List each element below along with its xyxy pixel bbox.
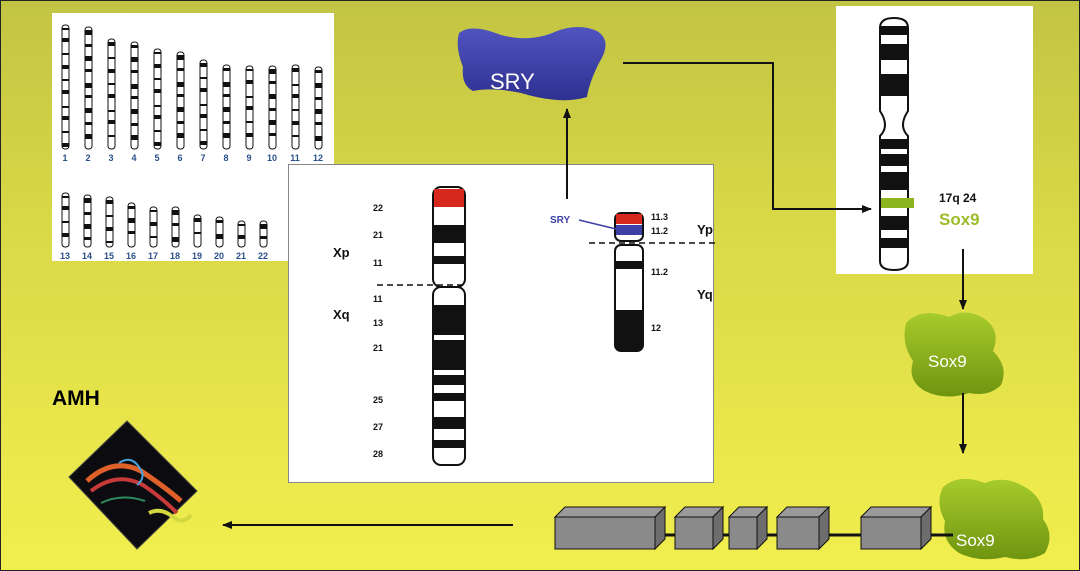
karyotype-chromosome-7 bbox=[199, 59, 208, 150]
karyotype-number-4: 4 bbox=[131, 153, 136, 163]
karyotype-chromosome-8 bbox=[222, 64, 231, 150]
sox9-middle-label: Sox9 bbox=[928, 352, 967, 371]
karyotype-number-2: 2 bbox=[85, 153, 90, 163]
y-band-q-0: 11.2 bbox=[651, 267, 668, 277]
karyotype-number-7: 7 bbox=[200, 153, 205, 163]
exon-3 bbox=[727, 505, 769, 551]
karyotype-chromosome-20 bbox=[215, 216, 224, 248]
karyotype-number-8: 8 bbox=[223, 153, 228, 163]
chromosome-17-svg: 17q 24 Sox9 bbox=[879, 16, 980, 272]
karyotype-number-17: 17 bbox=[148, 251, 158, 261]
sry-protein: SRY bbox=[457, 27, 606, 101]
karyotype-chromosome-6 bbox=[176, 51, 185, 150]
karyotype-chromosome-5 bbox=[153, 48, 162, 150]
x-band-p-1: 21 bbox=[373, 230, 383, 240]
x-band-q-4: 27 bbox=[373, 422, 383, 432]
sry-protein-label: SRY bbox=[490, 69, 535, 94]
karyotype-chromosome-18 bbox=[171, 206, 180, 248]
karyotype-chromosome-9 bbox=[245, 65, 254, 150]
sox9-protein-middle: Sox9 bbox=[904, 312, 1004, 397]
karyotype-chromosome-22 bbox=[259, 220, 268, 248]
y-gene-label: SRY bbox=[550, 215, 571, 226]
karyotype-chromosome-19 bbox=[193, 214, 202, 248]
flow-arrows bbox=[222, 62, 967, 529]
karyotype-number-10: 10 bbox=[267, 153, 277, 163]
x-band-p-2: 11 bbox=[373, 258, 383, 268]
chr17-gene: Sox9 bbox=[939, 210, 980, 229]
exon-4 bbox=[775, 505, 831, 551]
amh-gene-structure bbox=[553, 505, 953, 551]
karyotype-number-21: 21 bbox=[236, 251, 246, 261]
sox9-bottom-label: Sox9 bbox=[956, 531, 995, 550]
karyotype-number-15: 15 bbox=[104, 251, 114, 261]
karyotype-chromosome-11 bbox=[291, 64, 300, 150]
chromosome-17 bbox=[879, 16, 914, 272]
x-band-q-5: 28 bbox=[373, 449, 383, 459]
exon-1 bbox=[553, 505, 667, 551]
y-band-p-1: 11.2 bbox=[651, 226, 668, 236]
y-chromosome bbox=[578, 212, 715, 352]
karyotype-chromosome-4 bbox=[130, 41, 139, 150]
karyotype-number-16: 16 bbox=[126, 251, 136, 261]
xy-chromosome-panel: 22 21 11 11 13 21 25 27 28 Xp Xq bbox=[288, 164, 715, 483]
x-band-labels: 22 21 11 11 13 21 25 27 28 Xp Xq bbox=[333, 203, 383, 459]
karyotype-number-22: 22 bbox=[258, 251, 268, 261]
exon-5 bbox=[859, 505, 933, 551]
karyotype-chromosome-21 bbox=[237, 220, 246, 248]
chr17-locus: 17q 24 bbox=[939, 191, 977, 205]
karyotype-number-19: 19 bbox=[192, 251, 202, 261]
karyotype-chromosome-10 bbox=[268, 65, 277, 150]
exon-2 bbox=[673, 505, 725, 551]
karyotype-number-20: 20 bbox=[214, 251, 224, 261]
x-band-q-1: 13 bbox=[373, 318, 383, 328]
karyotype-chromosome-2 bbox=[84, 26, 93, 150]
chromosome-17-panel: 17q 24 Sox9 bbox=[836, 6, 1033, 274]
y-arm-q: Yq bbox=[697, 287, 713, 302]
karyotype-number-6: 6 bbox=[177, 153, 182, 163]
karyotype-chromosome-15 bbox=[105, 196, 114, 248]
karyotype-number-5: 5 bbox=[154, 153, 159, 163]
x-arm-q: Xq bbox=[333, 307, 350, 322]
karyotype-number-9: 9 bbox=[246, 153, 251, 163]
x-band-q-0: 11 bbox=[373, 294, 383, 304]
karyotype-number-11: 11 bbox=[290, 153, 300, 163]
karyotype-number-13: 13 bbox=[60, 251, 70, 261]
x-chromosome bbox=[377, 186, 466, 466]
sox9-protein-bottom: Sox9 bbox=[939, 478, 1050, 560]
karyotype-number-12: 12 bbox=[313, 153, 323, 163]
karyotype-chromosome-14 bbox=[83, 194, 92, 248]
y-labels: SRY 11.3 11.2 11.2 12 Yp Yq bbox=[550, 212, 713, 333]
x-arm-p: Xp bbox=[333, 245, 350, 260]
karyotype-chromosome-3 bbox=[107, 38, 116, 150]
y-arm-p: Yp bbox=[697, 222, 713, 237]
karyotype-chromosome-17 bbox=[149, 206, 158, 248]
karyotype-chromosome-1 bbox=[61, 24, 70, 150]
karyotype-number-18: 18 bbox=[170, 251, 180, 261]
y-band-q-1: 12 bbox=[651, 323, 661, 333]
karyotype-number-3: 3 bbox=[108, 153, 113, 163]
arrow-sry-to-chr17 bbox=[623, 62, 872, 213]
y-band-p-0: 11.3 bbox=[651, 212, 668, 222]
x-band-q-2: 21 bbox=[373, 343, 383, 353]
karyotype-chromosome-16 bbox=[127, 202, 136, 248]
amh-protein-image bbox=[68, 420, 198, 550]
karyotype-chromosome-12 bbox=[314, 66, 323, 150]
x-band-p-0: 22 bbox=[373, 203, 383, 213]
xy-chromosome-svg: 22 21 11 11 13 21 25 27 28 Xp Xq bbox=[333, 186, 715, 466]
x-band-q-3: 25 bbox=[373, 395, 383, 405]
karyotype-number-14: 14 bbox=[82, 251, 92, 261]
karyotype-chromosome-13 bbox=[61, 192, 70, 248]
amh-title: AMH bbox=[52, 387, 100, 410]
karyotype-number-1: 1 bbox=[62, 153, 67, 163]
